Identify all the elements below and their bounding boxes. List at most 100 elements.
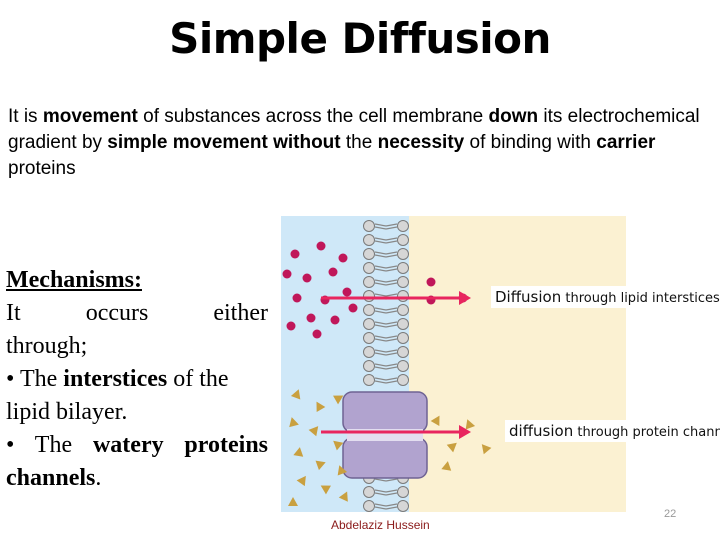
lipid-tail	[374, 251, 387, 255]
phospholipid-head	[363, 304, 375, 316]
diffusion-diagram-svg	[281, 216, 626, 512]
intro-segment: It is	[8, 106, 43, 127]
lipid-tail	[385, 324, 398, 328]
lipid-tail	[385, 489, 398, 493]
phospholipid-head	[363, 220, 375, 232]
lipid-tail	[385, 478, 398, 482]
ion-triangle	[446, 442, 457, 453]
diffusion-diagram: Diffusion through lipid interstices diff…	[281, 216, 720, 512]
lipid-tail	[374, 380, 387, 384]
mechanisms-line-1: It occurs either	[6, 297, 268, 330]
bullet-suffix: .	[95, 465, 102, 491]
lipid-tail	[374, 307, 387, 311]
lipid-tail	[374, 268, 387, 272]
lipid-tail	[374, 279, 387, 283]
phospholipid-head	[397, 374, 409, 386]
intro-segment: simple movement without	[107, 132, 341, 153]
lipid-tail	[385, 268, 398, 272]
phospholipid-head	[363, 486, 375, 498]
phospholipid-head	[397, 332, 409, 344]
intro-segment: proteins	[8, 158, 76, 179]
lipid-tail	[385, 492, 398, 496]
mechanisms-text: Mechanisms: It occurs either through; • …	[6, 264, 268, 495]
caption-lipid-interstices: Diffusion through lipid interstices	[491, 286, 720, 308]
phospholipid-head	[397, 304, 409, 316]
lipid-tail	[385, 352, 398, 356]
solute-molecule	[342, 287, 352, 297]
lipid-tail	[374, 349, 387, 353]
ion-triangle	[333, 440, 344, 451]
phospholipid-head	[397, 262, 409, 274]
intro-paragraph: It is movement of substances across the …	[8, 104, 708, 182]
phospholipid-head	[363, 248, 375, 260]
solute-molecule	[292, 293, 302, 303]
lipid-tail	[385, 223, 398, 227]
solute-molecule	[306, 313, 316, 323]
lipid-tail	[385, 251, 398, 255]
bullet-suffix: of the lipid bilayer.	[6, 366, 229, 425]
lipid-tail	[374, 506, 387, 510]
phospholipid-head	[363, 360, 375, 372]
lipid-tail	[385, 363, 398, 367]
ion-triangle	[441, 461, 452, 471]
bullet-prefix: • The	[6, 432, 93, 458]
solute-molecule	[338, 253, 348, 263]
ion-triangle	[320, 485, 331, 495]
lipid-tail	[374, 478, 387, 482]
solute-molecule	[348, 303, 358, 313]
author-name: Abdelaziz Hussein	[331, 518, 430, 532]
lipid-tail	[374, 226, 387, 230]
lipid-tail	[385, 310, 398, 314]
intro-segment: necessity	[377, 132, 465, 153]
ion-triangle	[338, 491, 348, 502]
word-it: It	[6, 300, 21, 326]
ion-triangle	[289, 417, 299, 428]
lipid-tail	[374, 503, 387, 507]
solute-molecule	[312, 329, 322, 339]
lipid-tail	[374, 237, 387, 241]
intro-segment: of substances across the cell membrane	[137, 106, 489, 127]
ion-triangle	[296, 475, 306, 487]
phospholipid-head	[363, 500, 375, 512]
lipid-tail	[385, 506, 398, 510]
phospholipid-head	[397, 276, 409, 288]
page-number: 22	[664, 508, 677, 520]
solute-molecule	[286, 321, 296, 331]
slide-title: Simple Diffusion	[169, 14, 551, 63]
phospholipid-head	[397, 360, 409, 372]
lipid-tail	[385, 240, 398, 244]
ion-triangle	[481, 444, 492, 455]
caption-rest: through protein channels	[577, 425, 720, 440]
lipid-tail	[385, 503, 398, 507]
ion-triangle	[333, 395, 344, 405]
phospholipid-head	[397, 500, 409, 512]
caption-rest: through lipid interstices	[565, 291, 720, 306]
lipid-tail	[374, 366, 387, 370]
lipid-tail	[385, 349, 398, 353]
intro-segment: the	[340, 132, 378, 153]
phospholipid-head	[363, 290, 375, 302]
ion-triangle	[315, 460, 326, 471]
lipid-tail	[374, 492, 387, 496]
ion-triangle	[290, 389, 301, 400]
phospholipid-head	[397, 346, 409, 358]
phospholipid-head	[397, 290, 409, 302]
bullet-bold: watery proteins channels	[6, 432, 269, 491]
lipid-tail	[374, 324, 387, 328]
lipid-tail	[385, 338, 398, 342]
bullet-prefix: • The	[6, 366, 64, 392]
phospholipid-head	[363, 262, 375, 274]
phospholipid-head	[397, 248, 409, 260]
phospholipid-head	[363, 276, 375, 288]
intro-segment: down	[488, 106, 539, 127]
lipid-tail	[385, 377, 398, 381]
intro-segment: carrier	[596, 132, 656, 153]
lipid-tail	[385, 293, 398, 297]
ion-triangle	[316, 401, 326, 412]
lipid-tail	[385, 380, 398, 384]
caption-protein-channels: diffusion through protein channels	[505, 420, 720, 442]
phospholipid-head	[363, 374, 375, 386]
lipid-tail	[374, 223, 387, 227]
lipid-tail	[374, 321, 387, 325]
lipid-tail	[374, 293, 387, 297]
